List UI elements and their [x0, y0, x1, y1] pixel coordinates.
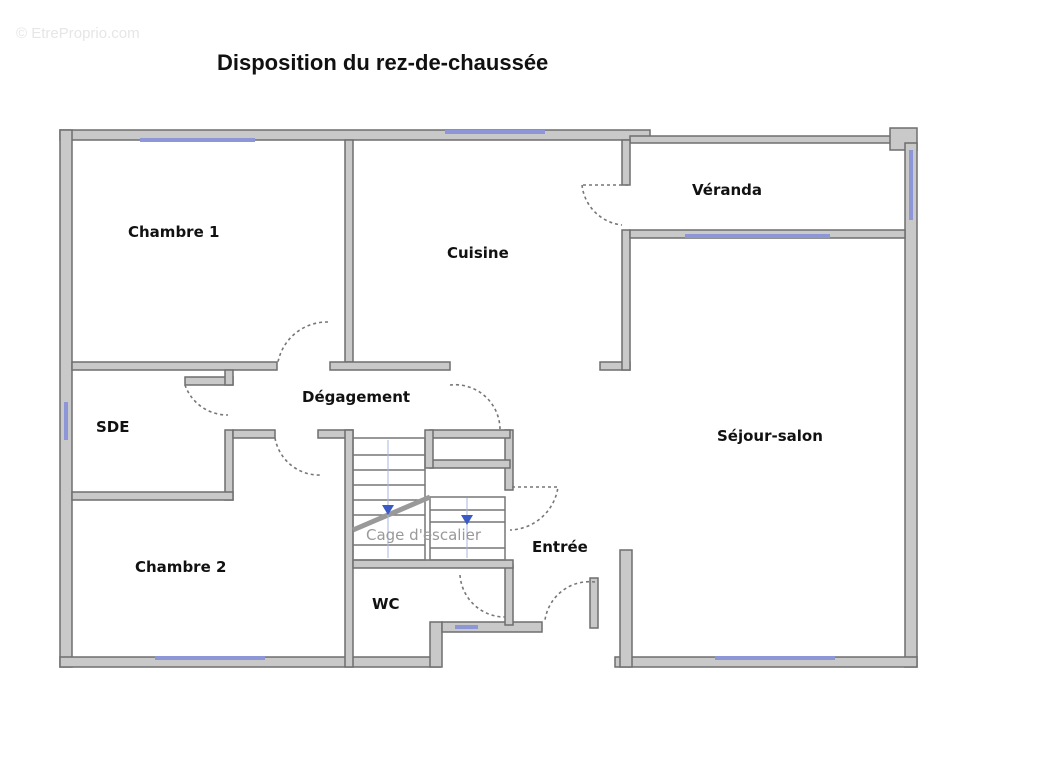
label-sde: SDE	[96, 418, 130, 436]
label-sejour: Séjour-salon	[717, 427, 823, 445]
label-cuisine: Cuisine	[447, 244, 509, 262]
watermark: © EtreProprio.com	[16, 25, 140, 42]
room-labels: Chambre 1 Cuisine Véranda Dégagement SDE…	[96, 181, 823, 613]
label-veranda: Véranda	[692, 181, 762, 199]
label-wc: WC	[372, 595, 400, 613]
doors	[184, 184, 628, 621]
label-chambre2: Chambre 2	[135, 558, 226, 576]
staircase	[352, 437, 506, 561]
stair-arrow-icon	[382, 505, 394, 515]
label-cage-escalier: Cage d'escalier	[366, 526, 482, 544]
label-entree: Entrée	[532, 538, 588, 556]
windows	[64, 130, 913, 660]
label-chambre1: Chambre 1	[128, 223, 219, 241]
plan-title: Disposition du rez-de-chaussée	[217, 50, 549, 75]
stair-arrow-icon	[461, 515, 473, 525]
label-degagement: Dégagement	[302, 388, 410, 406]
walls	[59, 127, 918, 668]
